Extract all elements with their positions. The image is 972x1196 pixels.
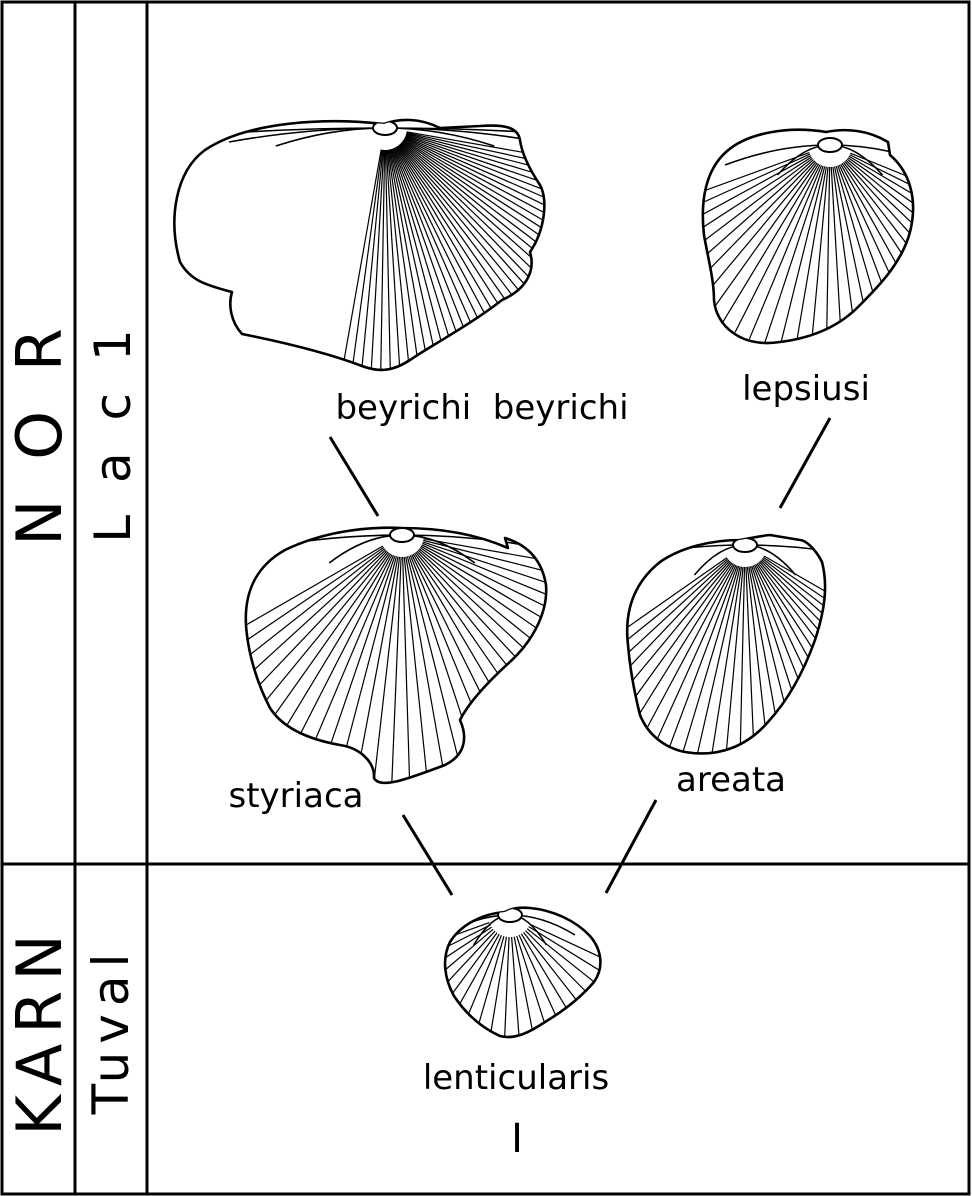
line-beyrichi-styriaca [330, 437, 378, 516]
label-areata: areata [676, 760, 786, 800]
line-lepsiusi-areata [780, 418, 830, 508]
substage-label-tuval: Tuval [82, 946, 140, 1116]
line-styriaca-lenticularis [403, 815, 452, 895]
stage-label-karn: KARN [3, 924, 76, 1135]
label-lenticularis-mark: I [511, 1116, 523, 1162]
shell-styriaca [177, 528, 658, 795]
shell-lenticularis [388, 908, 628, 1045]
substage-label-lac1: L a c 1 [84, 321, 142, 542]
shell-areata [557, 535, 945, 775]
label-lenticularis: lenticularis [423, 1058, 609, 1098]
stage-label-nor: N O R [3, 318, 76, 546]
label-lepsiusi: lepsiusi [742, 369, 870, 409]
label-beyrichi-beyrichi: beyrichi beyrichi [335, 388, 628, 428]
label-styriaca: styriaca [229, 776, 364, 816]
shell-beyrichi-beyrichi [164, 120, 641, 388]
line-areata-lenticularis [606, 800, 656, 893]
shell-lepsiusi [633, 130, 972, 355]
